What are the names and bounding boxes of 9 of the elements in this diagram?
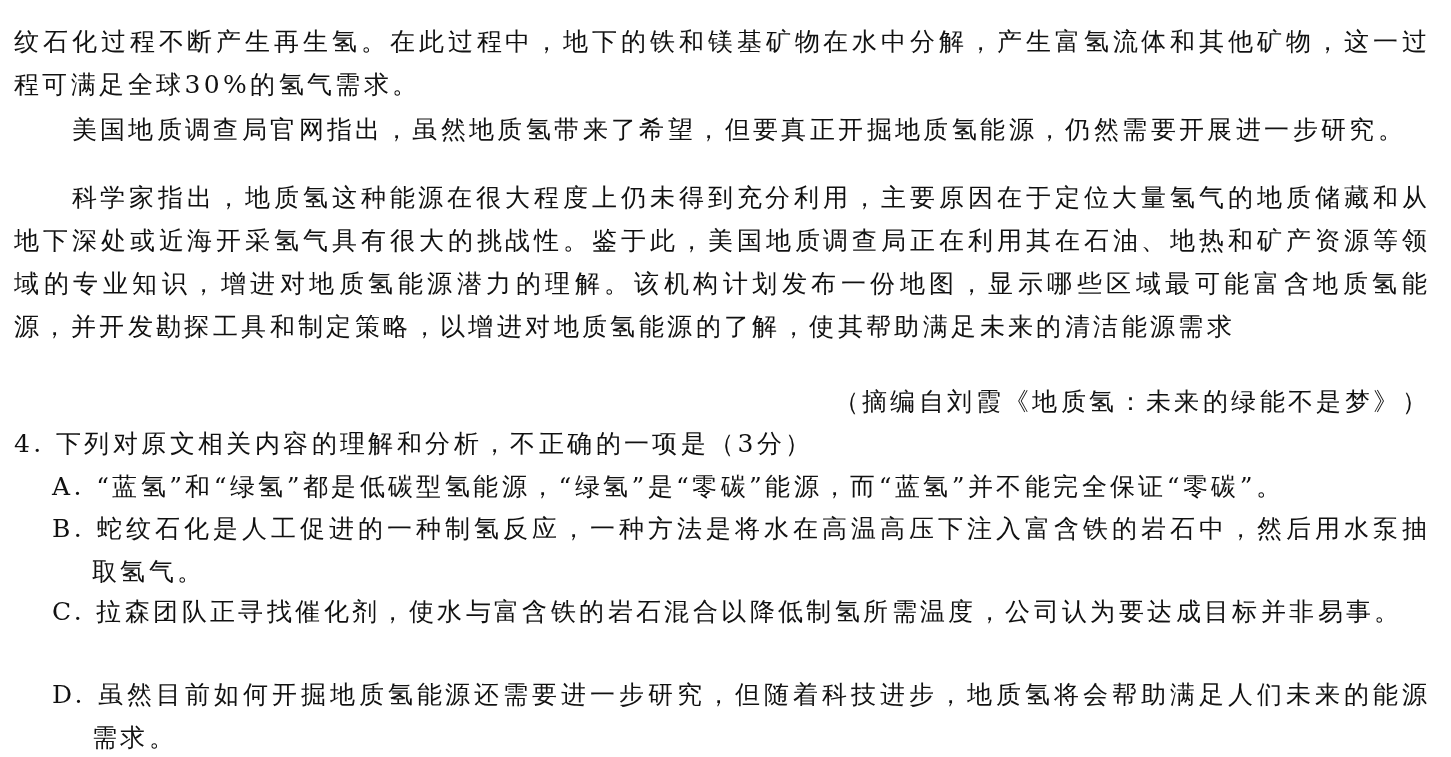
paragraph: 纹石化过程不断产生再生氢。在此过程中，地下的铁和镁基矿物在水中分解，产生富氢流体和其他矿物，这一过程可满足全球30%的氢气需求。	[14, 26, 1430, 101]
source-note: （摘编自刘霞《地质氢：未来的绿能不是梦》）	[832, 386, 1430, 418]
answer-option: B. 蛇纹石化是人工促进的一种制氢反应，一种方法是将水在高温高压下注入富含铁的岩石中，然后用水泵抽取氢气。	[52, 507, 1430, 593]
answer-option: A. “蓝氢”和“绿氢”都是低碳型氢能源，“绿氢”是“零碳”能源，而“蓝氢”并不能完全保证“零碳”。	[52, 465, 1430, 508]
answer-option: D. 虽然目前如何开掘地质氢能源还需要进一步研究，但随着科技进步，地质氢将会帮助满足人们未来的能源需求。	[52, 673, 1430, 757]
paragraph: 科学家指出，地质氢这种能源在很大程度上仍未得到充分利用，主要原因在于定位大量氢气的地质储藏和从地下深处或近海开采氢气具有很大的挑战性。鉴于此，美国地质调查局正在利用其在石油、地热和矿产资源等领域的专业知识，增进对地质氢能源潜力的理解。该机构计划发布一份地图，显示哪些区域最可能富含地质氢能源，并开发勘探工具和制定策略，以增进对地质氢能源的了解，使其帮助满足未来的清洁能源需求	[14, 182, 1430, 343]
answer-option: C. 拉森团队正寻找催化剂，使水与富含铁的岩石混合以降低制氢所需温度，公司认为要达成目标并非易事。	[52, 590, 1430, 633]
paragraph: 美国地质调查局官网指出，虽然地质氢带来了希望，但要真正开掘地质氢能源，仍然需要开展进一步研究。	[70, 114, 1408, 146]
question-stem: 4. 下列对原文相关内容的理解和分析，不正确的一项是（3分）	[14, 428, 815, 460]
